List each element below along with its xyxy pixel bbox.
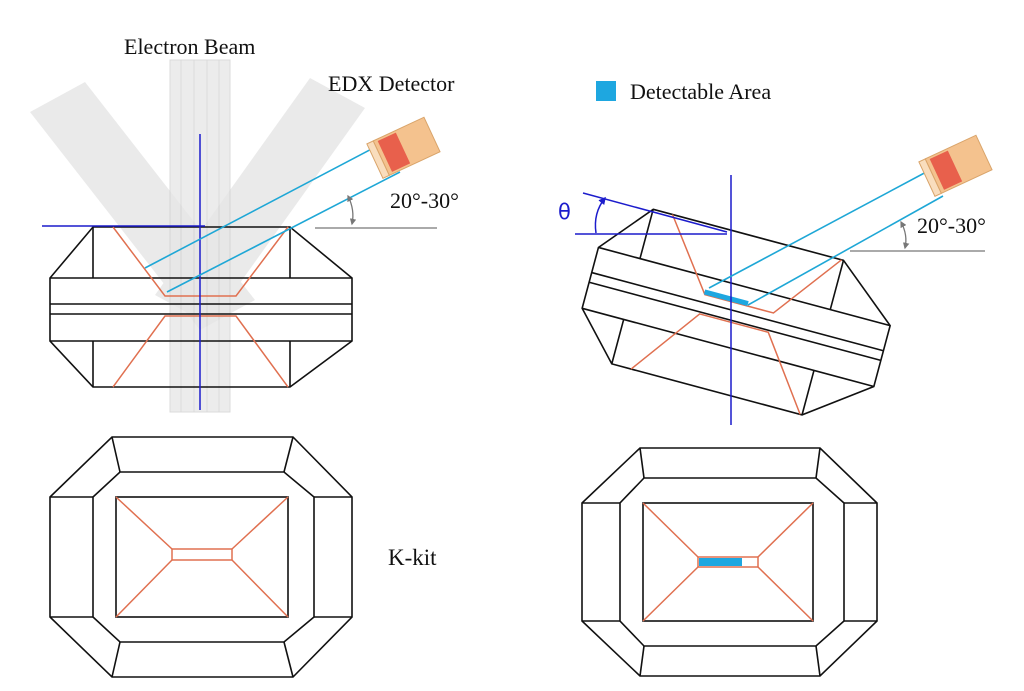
left-holder-side	[49, 226, 353, 388]
theta-arrow	[594, 196, 606, 234]
edx-detector-icon-right	[918, 134, 993, 197]
right-holder-top	[581, 447, 878, 677]
detectable-area-top	[699, 558, 742, 566]
right-holder-tilted	[581, 208, 892, 416]
detectable-area-side	[703, 289, 749, 306]
right-angle-arrow	[900, 220, 910, 250]
right-xray-paths	[708, 169, 944, 306]
detectable-area-swatch	[596, 81, 616, 101]
theta-label: θ	[558, 200, 571, 224]
right-tilt-line	[582, 192, 728, 233]
left-holder-top	[49, 436, 353, 678]
edx-detector-icon	[366, 116, 441, 179]
left-xray-paths	[144, 142, 401, 293]
right-beam-axes	[575, 175, 732, 425]
legend-label: Detectable Area	[630, 79, 772, 104]
electron-beam-label: Electron Beam	[124, 34, 256, 59]
kkit-label: K-kit	[388, 545, 437, 570]
edx-detector-label: EDX Detector	[328, 71, 455, 96]
angle-label-right: 20°-30°	[917, 213, 986, 238]
angle-label-left: 20°-30°	[390, 188, 459, 213]
left-angle-arrow	[347, 194, 357, 226]
left-beam-axes	[42, 134, 205, 410]
